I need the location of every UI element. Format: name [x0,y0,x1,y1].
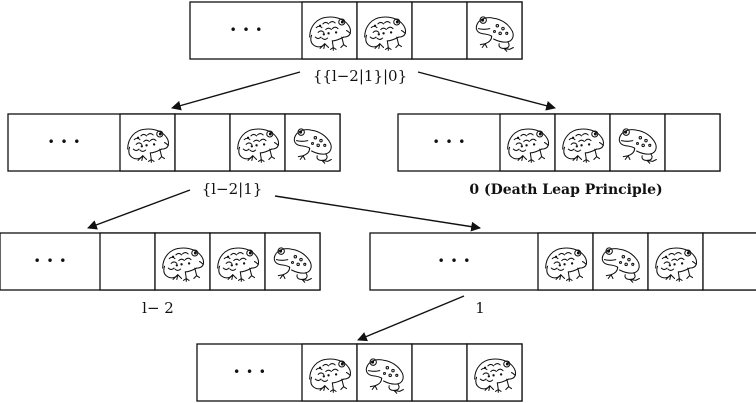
board-cell [209,232,266,291]
ellipsis-text: · · · [437,248,470,273]
board-cell [229,113,286,172]
board-cell [664,113,721,172]
arrow-root-to-right [417,71,556,111]
board-cell [99,232,156,291]
board-cell [301,1,358,60]
ellipsis-text: · · · [432,129,465,154]
position-left: · · · [7,113,341,172]
position-label-root: {{l−2|1}|0} [313,67,407,85]
ellipsis-text: · · · [33,248,66,273]
ellipsis-text: · · · [47,129,80,154]
board-cell [411,343,468,402]
position-label-left: {l−2|1} [202,180,263,198]
position-label-right: 0 (Death Leap Principle) [469,182,662,198]
board-cell [537,232,594,291]
board-cell [466,343,523,402]
arrow-left-to-ll [87,189,191,230]
board-cell [301,343,358,402]
position-ll: · · · [0,232,321,291]
board-cell [702,232,756,291]
position-lr: · · · [369,232,756,291]
position-label-lr: 1 [475,299,485,317]
ellipsis-text: · · · [229,17,262,42]
position-right: · · · [397,113,721,172]
arrow-root-to-left [171,71,301,111]
position-label-ll: l− 2 [142,299,174,317]
board-cell [356,1,413,60]
board-cell [119,113,176,172]
position-root: · · · [189,1,523,60]
ellipsis-text: · · · [233,359,266,384]
position-bottom: · · · [196,343,523,402]
board-cell [411,1,468,60]
arrow-lr-to-bottom [357,295,465,342]
arrow-left-to-lr [274,195,481,232]
board-cell [174,113,231,172]
